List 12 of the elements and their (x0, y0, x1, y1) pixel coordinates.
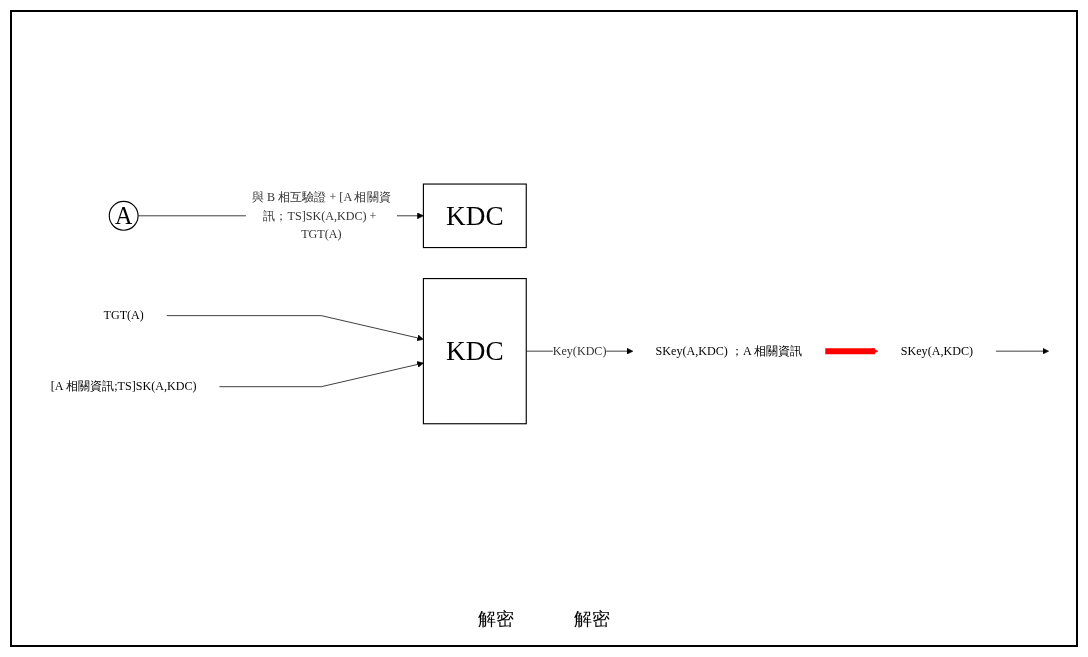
note-text: 解密 (478, 609, 514, 629)
node-circle: A (108, 200, 139, 231)
edge-label: Key(KDC) (552, 343, 607, 357)
edge-label: 與 B 相互驗證 + [A 相關資訊；TS]SK(A,KDC) + TGT(A) (251, 190, 391, 240)
arrow (825, 347, 879, 355)
node-text: SKey(A,KDC) (900, 343, 973, 357)
node-text: SKey(A,KDC) ；A 相關資訊 (655, 343, 803, 357)
node-box: KDC (422, 277, 527, 424)
node-text: TGT(A) (103, 308, 144, 322)
node-box: KDC (422, 183, 527, 248)
note-text: 解密 (574, 609, 610, 629)
node-text: [A 相關資訊;TS]SK(A,KDC) (50, 379, 197, 393)
